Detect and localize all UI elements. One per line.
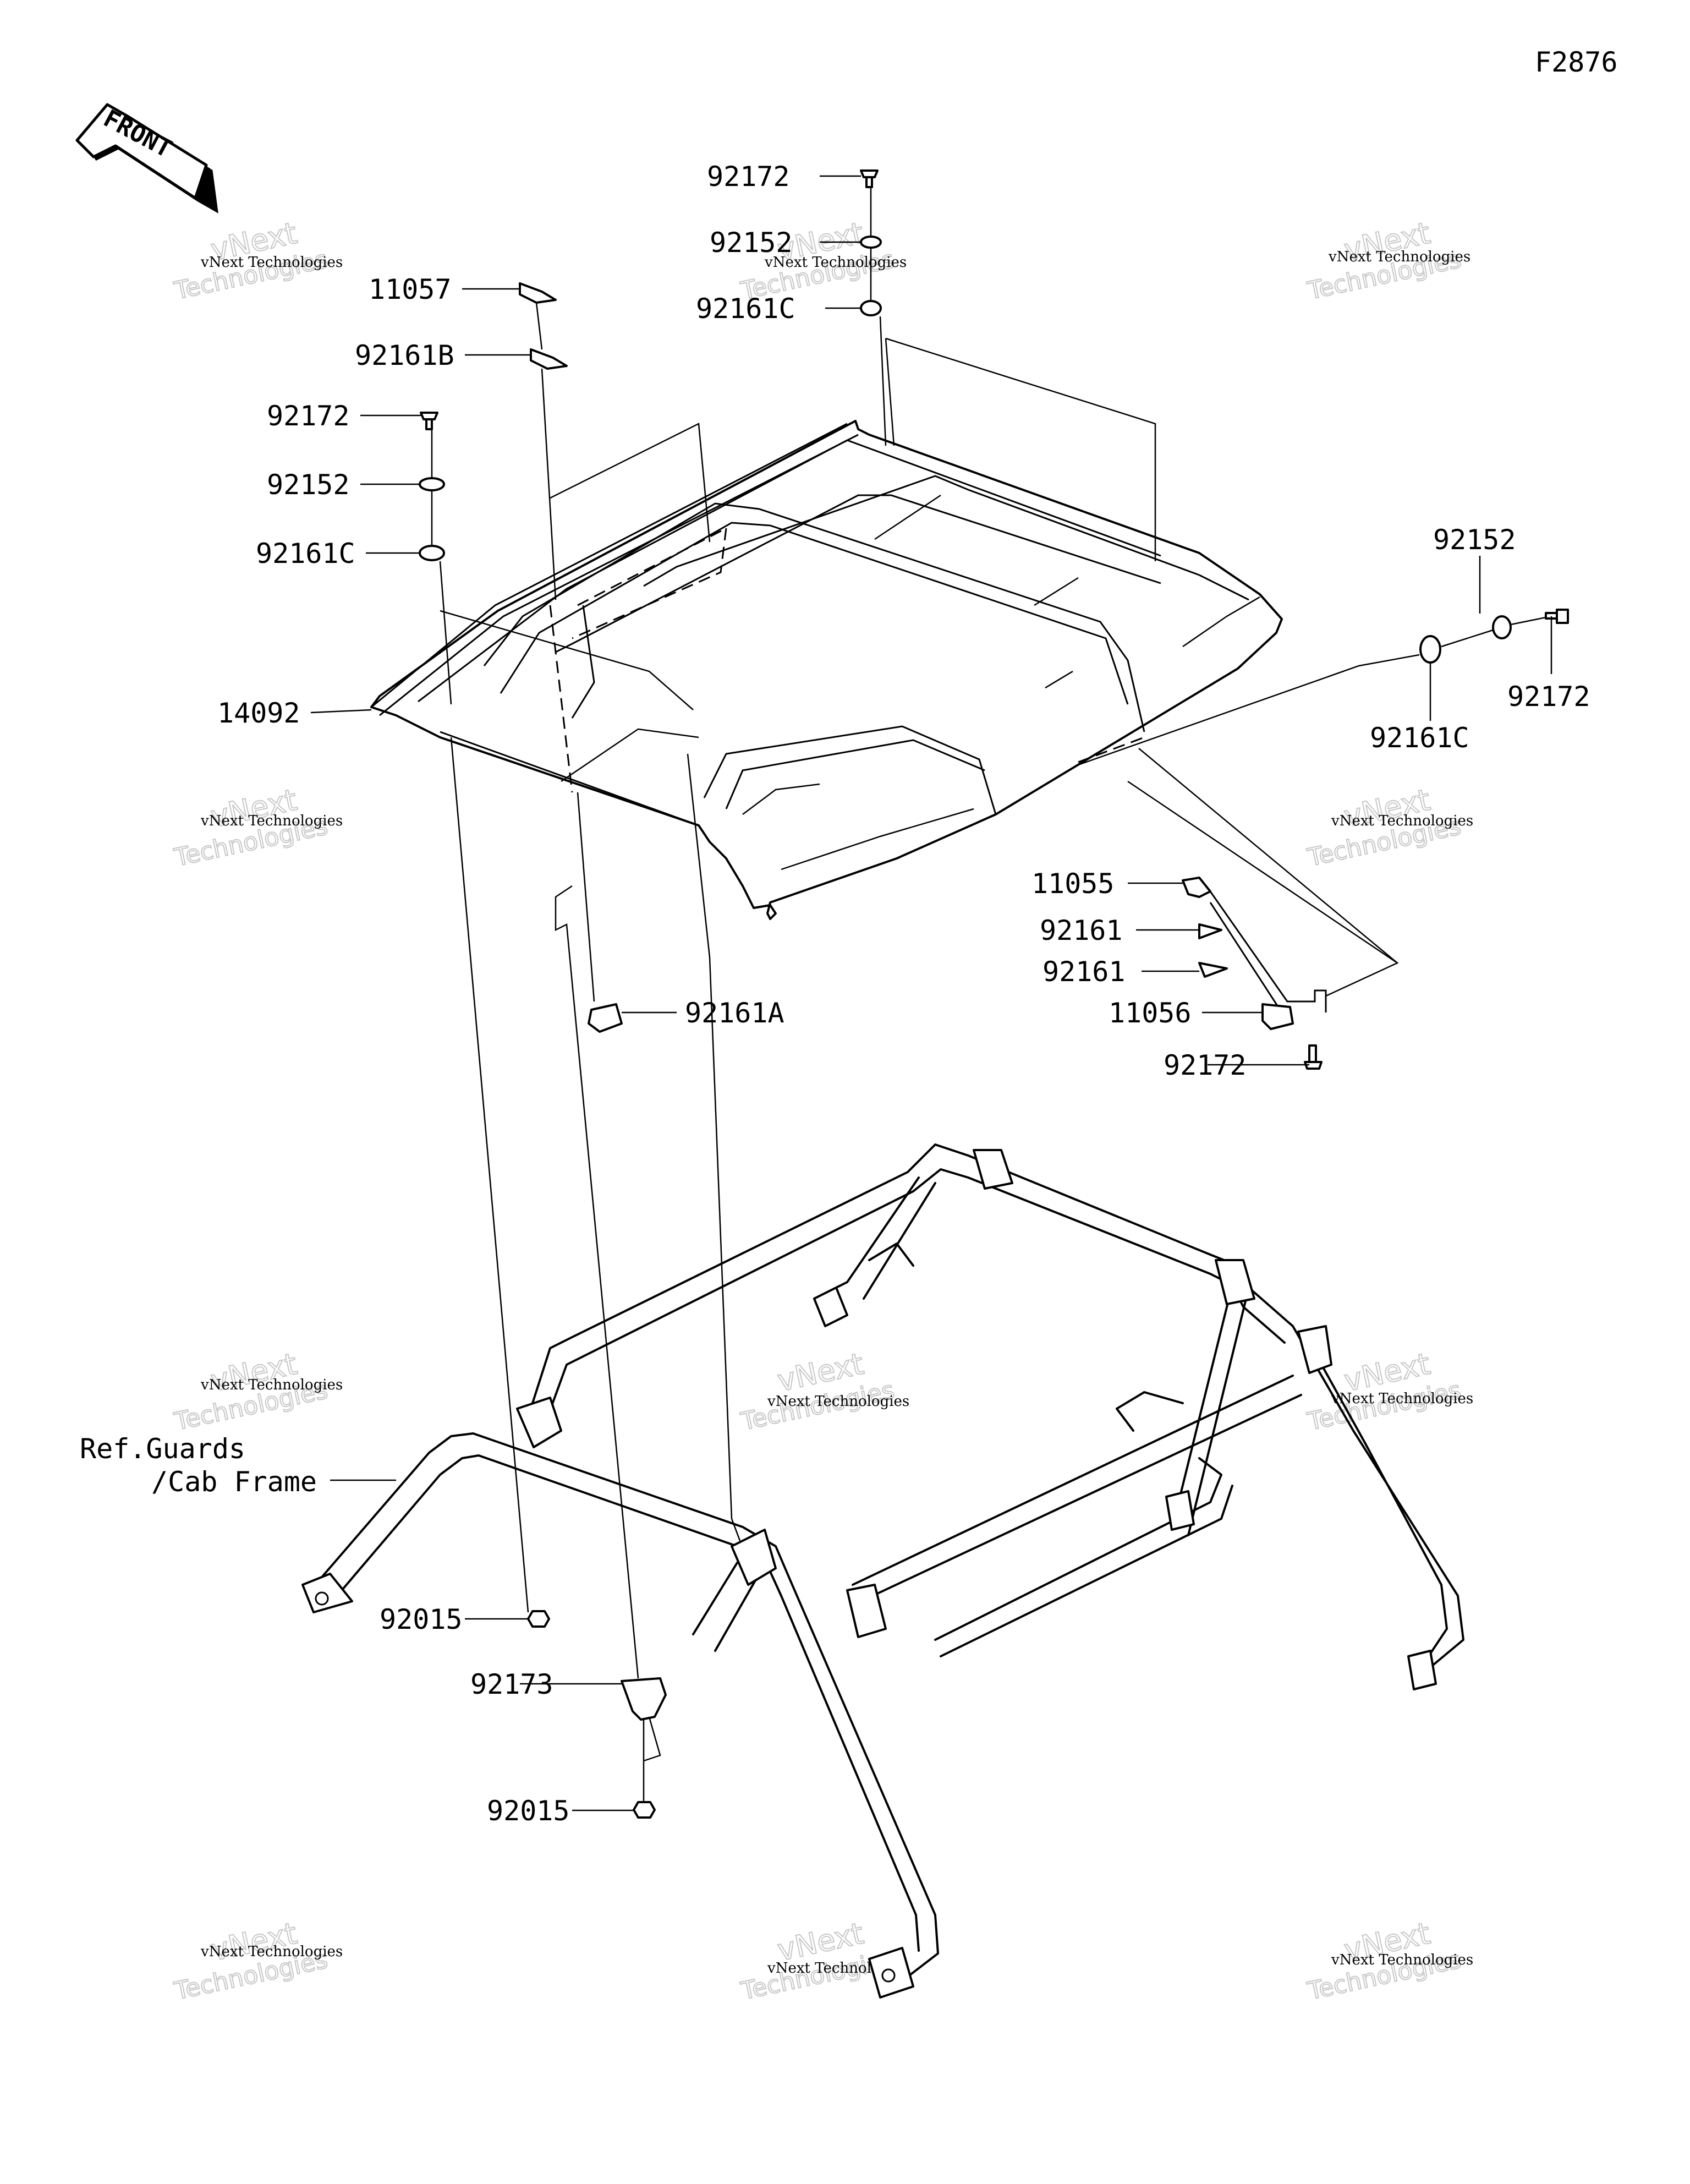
pad-icon: [1198, 923, 1222, 939]
callout-92172-top: 92172: [707, 161, 790, 193]
bolt-icon: [860, 169, 879, 188]
nut-icon: [527, 1610, 550, 1628]
callout-92152-top: 92152: [710, 227, 793, 259]
pad-icon: [530, 348, 568, 370]
roof-panel: [370, 420, 1283, 920]
callout-11057: 11057: [369, 273, 452, 305]
leader-lines: [310, 175, 1552, 1811]
bolt-icon: [420, 412, 438, 430]
washer-icon: [860, 236, 882, 249]
callout-92172-lower: 92172: [1164, 1049, 1247, 1081]
callout-92173: 92173: [470, 1668, 553, 1700]
hardware: [419, 169, 1569, 1819]
washer-icon: [419, 477, 445, 491]
callout-92161-upper: 92161: [1040, 915, 1123, 946]
watermark-text: vNext Technologies: [200, 254, 343, 271]
callout-92161c-right: 92161C: [1370, 722, 1469, 754]
callout-11055: 11055: [1031, 868, 1115, 900]
bolt-icon: [1304, 1044, 1323, 1070]
watermark-text: vNext Technologies: [200, 1944, 343, 1960]
callout-14092: 14092: [217, 697, 300, 729]
nut-icon: [633, 1801, 656, 1819]
bracket-icon: [1182, 877, 1211, 898]
clamp-icon: [621, 1677, 667, 1721]
watermark-text: vNext Technologies: [1331, 813, 1473, 829]
callout-92015-lower: 92015: [487, 1795, 570, 1827]
figure-code: F2876: [1535, 46, 1618, 78]
watermark-text: vNext Technologies: [1331, 1952, 1473, 1968]
callout-92161c-top: 92161C: [696, 293, 795, 325]
ref-note-line2: /Cab Frame: [151, 1466, 317, 1498]
callout-92152-left: 92152: [267, 469, 350, 501]
callout-92161c-left: 92161C: [256, 538, 355, 570]
watermark-text: vNext Technologies: [764, 254, 907, 271]
callout-92152-right: 92152: [1433, 524, 1516, 556]
ref-note-line1: Ref.Guards: [80, 1433, 245, 1465]
bracket-icon: [1261, 1003, 1294, 1030]
watermark-text: vNext Technologies: [200, 1377, 343, 1393]
front-arrow-icon: FRONT: [75, 103, 218, 214]
watermark-text: vNext Technologies: [1328, 249, 1470, 265]
watermark-text: vNext Technologies: [1331, 1391, 1473, 1407]
callout-11056: 11056: [1109, 997, 1192, 1029]
grommet-icon: [419, 545, 445, 561]
grommet-icon: [1419, 635, 1441, 664]
watermark: vNext Technologies: [738, 1346, 897, 1437]
pad-icon: [1198, 962, 1228, 978]
bracket-icon: [519, 282, 557, 304]
cab-frame: [301, 1143, 1464, 1999]
callout-92172-left: 92172: [267, 400, 350, 432]
watermark-text: vNext Technologies: [767, 1393, 909, 1410]
callout-92172-right: 92172: [1507, 681, 1590, 713]
callout-labels: 92172 92152 92161C 11057 92161B 92172 92…: [80, 161, 1590, 1827]
grommet-icon: [860, 300, 882, 316]
watermark-text: vNext Technologies: [200, 813, 343, 829]
pad-icon: [588, 1003, 623, 1033]
callout-92161-lower: 92161: [1042, 956, 1126, 988]
callout-92015-upper: 92015: [380, 1603, 463, 1635]
bolt-icon: [1545, 609, 1569, 624]
washer-icon: [1492, 615, 1512, 639]
callout-92161b: 92161B: [355, 340, 454, 371]
callout-92161a: 92161A: [685, 997, 784, 1029]
